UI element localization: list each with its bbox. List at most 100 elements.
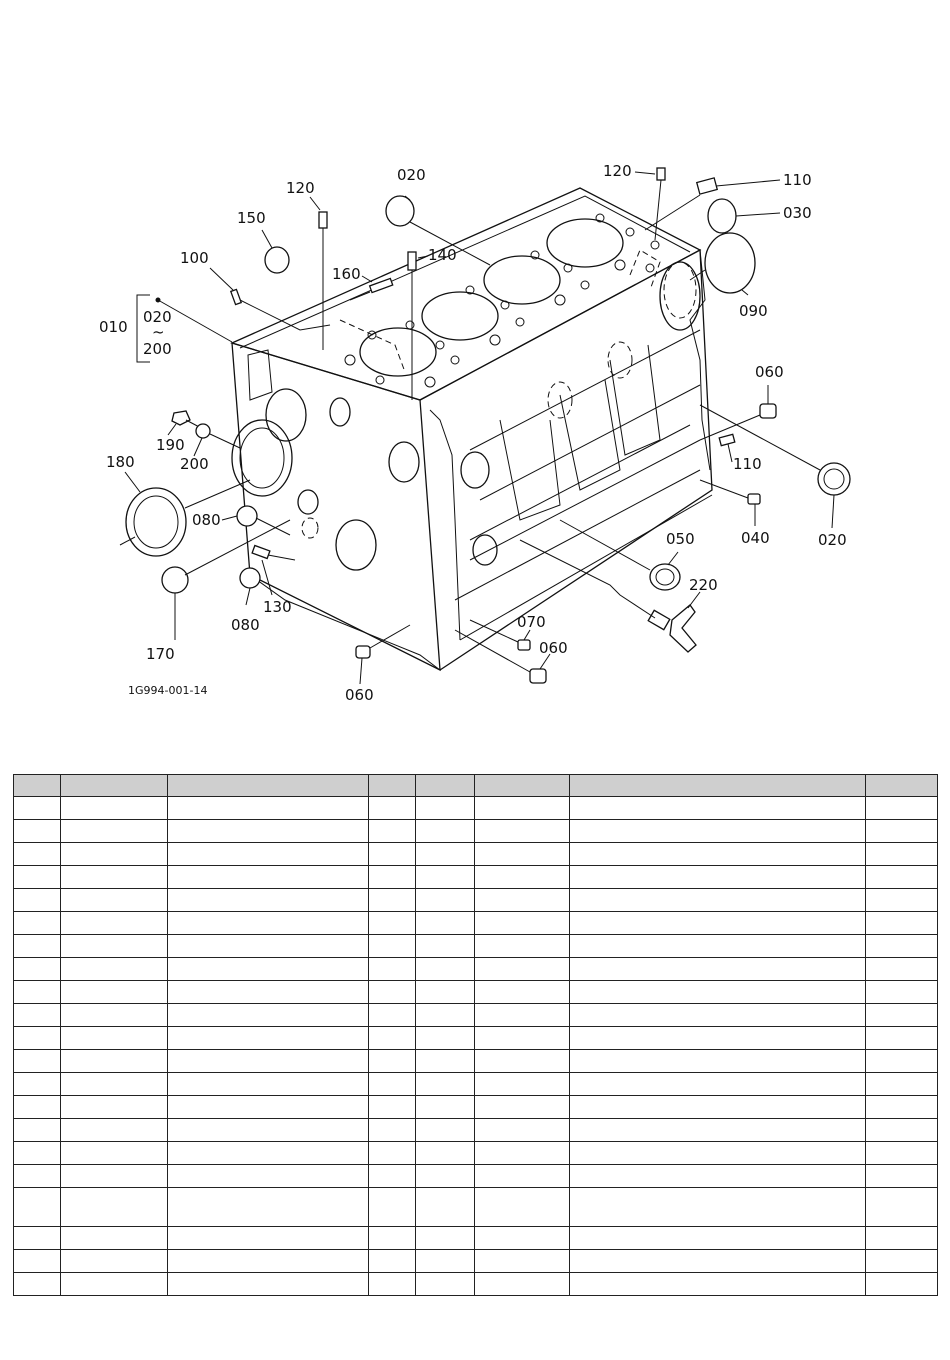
table-cell — [415, 1141, 475, 1165]
table-cell — [865, 1249, 938, 1273]
table-cell — [569, 1026, 866, 1050]
table-row — [13, 1226, 938, 1250]
table-cell — [415, 1095, 475, 1119]
table-row — [13, 796, 938, 820]
table-cell — [60, 888, 168, 912]
table-cell — [13, 842, 61, 866]
part-080-plug-upper — [236, 505, 291, 536]
table-cell — [368, 888, 416, 912]
table-cell — [167, 1026, 369, 1050]
callout-010: 010 — [99, 318, 128, 336]
callout-070: 070 — [517, 613, 546, 631]
callout-090: 090 — [739, 302, 768, 320]
table-cell — [167, 1118, 369, 1142]
part-150-plug — [264, 246, 290, 274]
table-cell — [474, 1226, 570, 1250]
parts-table-body — [13, 796, 938, 1296]
table-cell — [368, 1026, 416, 1050]
table-cell — [167, 1226, 369, 1250]
callout-130: 130 — [263, 598, 292, 616]
table-cell — [865, 888, 938, 912]
callout-060-bottom: 060 — [539, 639, 568, 657]
table-cell — [368, 1187, 416, 1227]
table-cell — [569, 819, 866, 843]
table-cell — [60, 1272, 168, 1296]
table-cell — [569, 796, 866, 820]
table-row — [13, 934, 938, 958]
table-cell — [13, 1187, 61, 1227]
table-cell — [60, 842, 168, 866]
part-120-pin-right — [654, 167, 666, 241]
table-cell — [415, 980, 475, 1004]
table-cell — [368, 1141, 416, 1165]
table-cell — [368, 1003, 416, 1027]
table-row — [13, 1118, 938, 1142]
table-cell — [415, 1164, 475, 1188]
table-cell — [368, 1118, 416, 1142]
table-cell — [474, 1003, 570, 1027]
table-cell — [167, 865, 369, 889]
table-cell — [167, 1272, 369, 1296]
table-cell — [167, 1141, 369, 1165]
table-cell — [865, 957, 938, 981]
table-cell — [474, 1118, 570, 1142]
table-cell — [474, 796, 570, 820]
table-cell — [415, 888, 475, 912]
table-cell — [368, 1249, 416, 1273]
callout-100: 100 — [180, 249, 209, 267]
callout-220: 220 — [689, 576, 718, 594]
callout-180: 180 — [106, 453, 135, 471]
callout-060-front: 060 — [345, 686, 374, 704]
table-cell — [865, 819, 938, 843]
table-cell — [167, 1049, 369, 1073]
table-cell — [569, 1272, 866, 1296]
table-header-cell — [13, 774, 61, 797]
table-cell — [13, 1164, 61, 1188]
table-cell — [60, 1026, 168, 1050]
table-row — [13, 865, 938, 889]
table-cell — [13, 911, 61, 935]
table-row — [13, 911, 938, 935]
table-cell — [60, 980, 168, 1004]
table-cell — [865, 1095, 938, 1119]
part-030-plug — [707, 198, 737, 234]
table-cell — [60, 1187, 168, 1227]
table-cell — [569, 1226, 866, 1250]
table-cell — [415, 934, 475, 958]
part-200-washer — [195, 423, 241, 449]
table-cell — [865, 1272, 938, 1296]
table-cell — [865, 980, 938, 1004]
table-cell — [60, 1164, 168, 1188]
table-cell — [60, 1141, 168, 1165]
table-cell — [167, 980, 369, 1004]
part-020-plug-top — [385, 195, 491, 266]
part-100-pin — [229, 288, 331, 331]
table-cell — [865, 1141, 938, 1165]
engine-block-exploded-diagram: 020 120 150 100 160 140 120 110 030 090 … — [99, 162, 851, 704]
table-cell — [60, 1249, 168, 1273]
table-cell — [167, 1072, 369, 1096]
table-cell — [415, 819, 475, 843]
table-cell — [60, 1003, 168, 1027]
table-cell — [474, 819, 570, 843]
table-cell — [13, 1141, 61, 1165]
table-header-cell — [474, 774, 570, 797]
table-cell — [167, 911, 369, 935]
table-cell — [13, 1272, 61, 1296]
table-cell — [13, 1026, 61, 1050]
callout-170: 170 — [146, 645, 175, 663]
table-cell — [368, 1226, 416, 1250]
table-cell — [13, 1072, 61, 1096]
parts-table — [13, 774, 938, 1296]
table-cell — [415, 842, 475, 866]
table-cell — [60, 865, 168, 889]
part-060-plug-right — [699, 403, 777, 441]
table-cell — [167, 796, 369, 820]
table-header-cell — [60, 774, 168, 797]
part-180-oil-seal — [119, 479, 251, 557]
callout-200: 200 — [180, 455, 209, 473]
table-cell — [167, 1187, 369, 1227]
part-110-sleeve-right — [718, 433, 736, 447]
part-020-seal-right — [699, 404, 851, 496]
callout-020-top: 020 — [397, 166, 426, 184]
